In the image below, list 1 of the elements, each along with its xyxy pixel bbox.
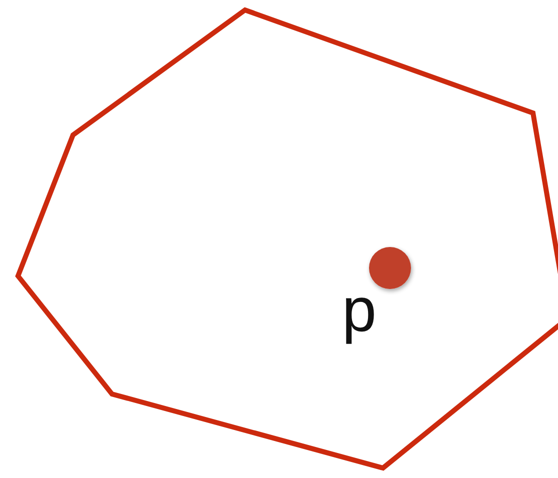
point-label: p (342, 280, 376, 342)
